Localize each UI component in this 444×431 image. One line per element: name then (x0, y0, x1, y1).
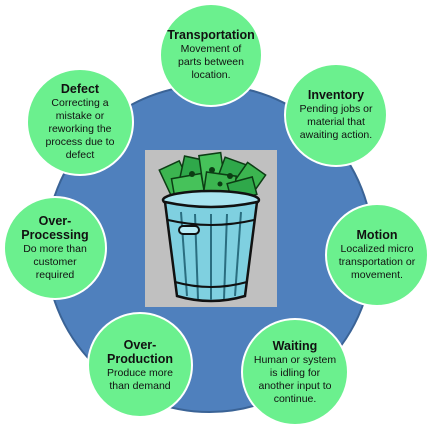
desc-line: Correcting a (51, 97, 109, 109)
desc-line: customer (33, 256, 77, 268)
node-description: Localized micro transportation or moveme… (339, 243, 415, 282)
desc-line: transportation or (338, 256, 416, 268)
desc-line: awaiting action. (299, 129, 373, 141)
desc-line: location. (191, 69, 231, 81)
node-motion: Motion Localized micro transportation or… (325, 203, 429, 307)
title-line: Over- (38, 214, 72, 228)
node-title: Over- Processing (21, 214, 88, 242)
node-description: Movement of parts between location. (178, 43, 244, 82)
desc-line: Do more than (23, 243, 87, 255)
desc-line: Localized micro (340, 243, 414, 255)
desc-line: continue. (273, 392, 317, 405)
desc-line: another input to (258, 379, 332, 392)
node-title: Over- Production (107, 338, 173, 366)
node-waiting: Waiting Human or system is idling for an… (241, 318, 349, 426)
node-transportation: Transportation Movement of parts between… (159, 3, 263, 107)
desc-line: parts between (178, 56, 244, 68)
desc-line: material that (307, 116, 365, 128)
title-line: Processing (21, 228, 89, 242)
node-title: Transportation (167, 28, 255, 42)
trash-bin-full-of-money-icon (145, 150, 277, 307)
desc-line: process due to (45, 136, 115, 148)
node-inventory: Inventory Pending jobs or material that … (284, 63, 388, 167)
desc-line: mistake or (55, 110, 105, 122)
node-description: Produce more than demand (107, 367, 173, 393)
node-over-production: Over- Production Produce more than deman… (87, 312, 193, 418)
desc-line: required (35, 269, 75, 281)
desc-line: than demand (109, 379, 171, 392)
node-description: Correcting a mistake or reworking the pr… (46, 97, 115, 162)
desc-line: reworking the (48, 123, 112, 135)
desc-line: Produce more (107, 366, 173, 379)
desc-line: is idling for (269, 366, 321, 379)
node-title: Inventory (307, 88, 365, 102)
desc-line: Human or system (253, 353, 337, 366)
node-title: Defect (60, 82, 100, 96)
node-title: Waiting (272, 338, 318, 353)
title-line: Production (107, 351, 173, 366)
node-description: Pending jobs or material that awaiting a… (300, 103, 373, 142)
node-description: Human or system is idling for another in… (254, 354, 336, 406)
desc-line: defect (65, 149, 95, 161)
node-over-processing: Over- Processing Do more than customer r… (3, 196, 107, 300)
node-title: Motion (356, 228, 398, 242)
desc-line: Pending jobs or (299, 103, 373, 115)
title-line: Over- (123, 337, 157, 352)
node-description: Do more than customer required (23, 243, 87, 282)
desc-line: Movement of (180, 43, 242, 55)
desc-line: movement. (351, 269, 403, 281)
node-defect: Defect Correcting a mistake or reworking… (26, 68, 134, 176)
